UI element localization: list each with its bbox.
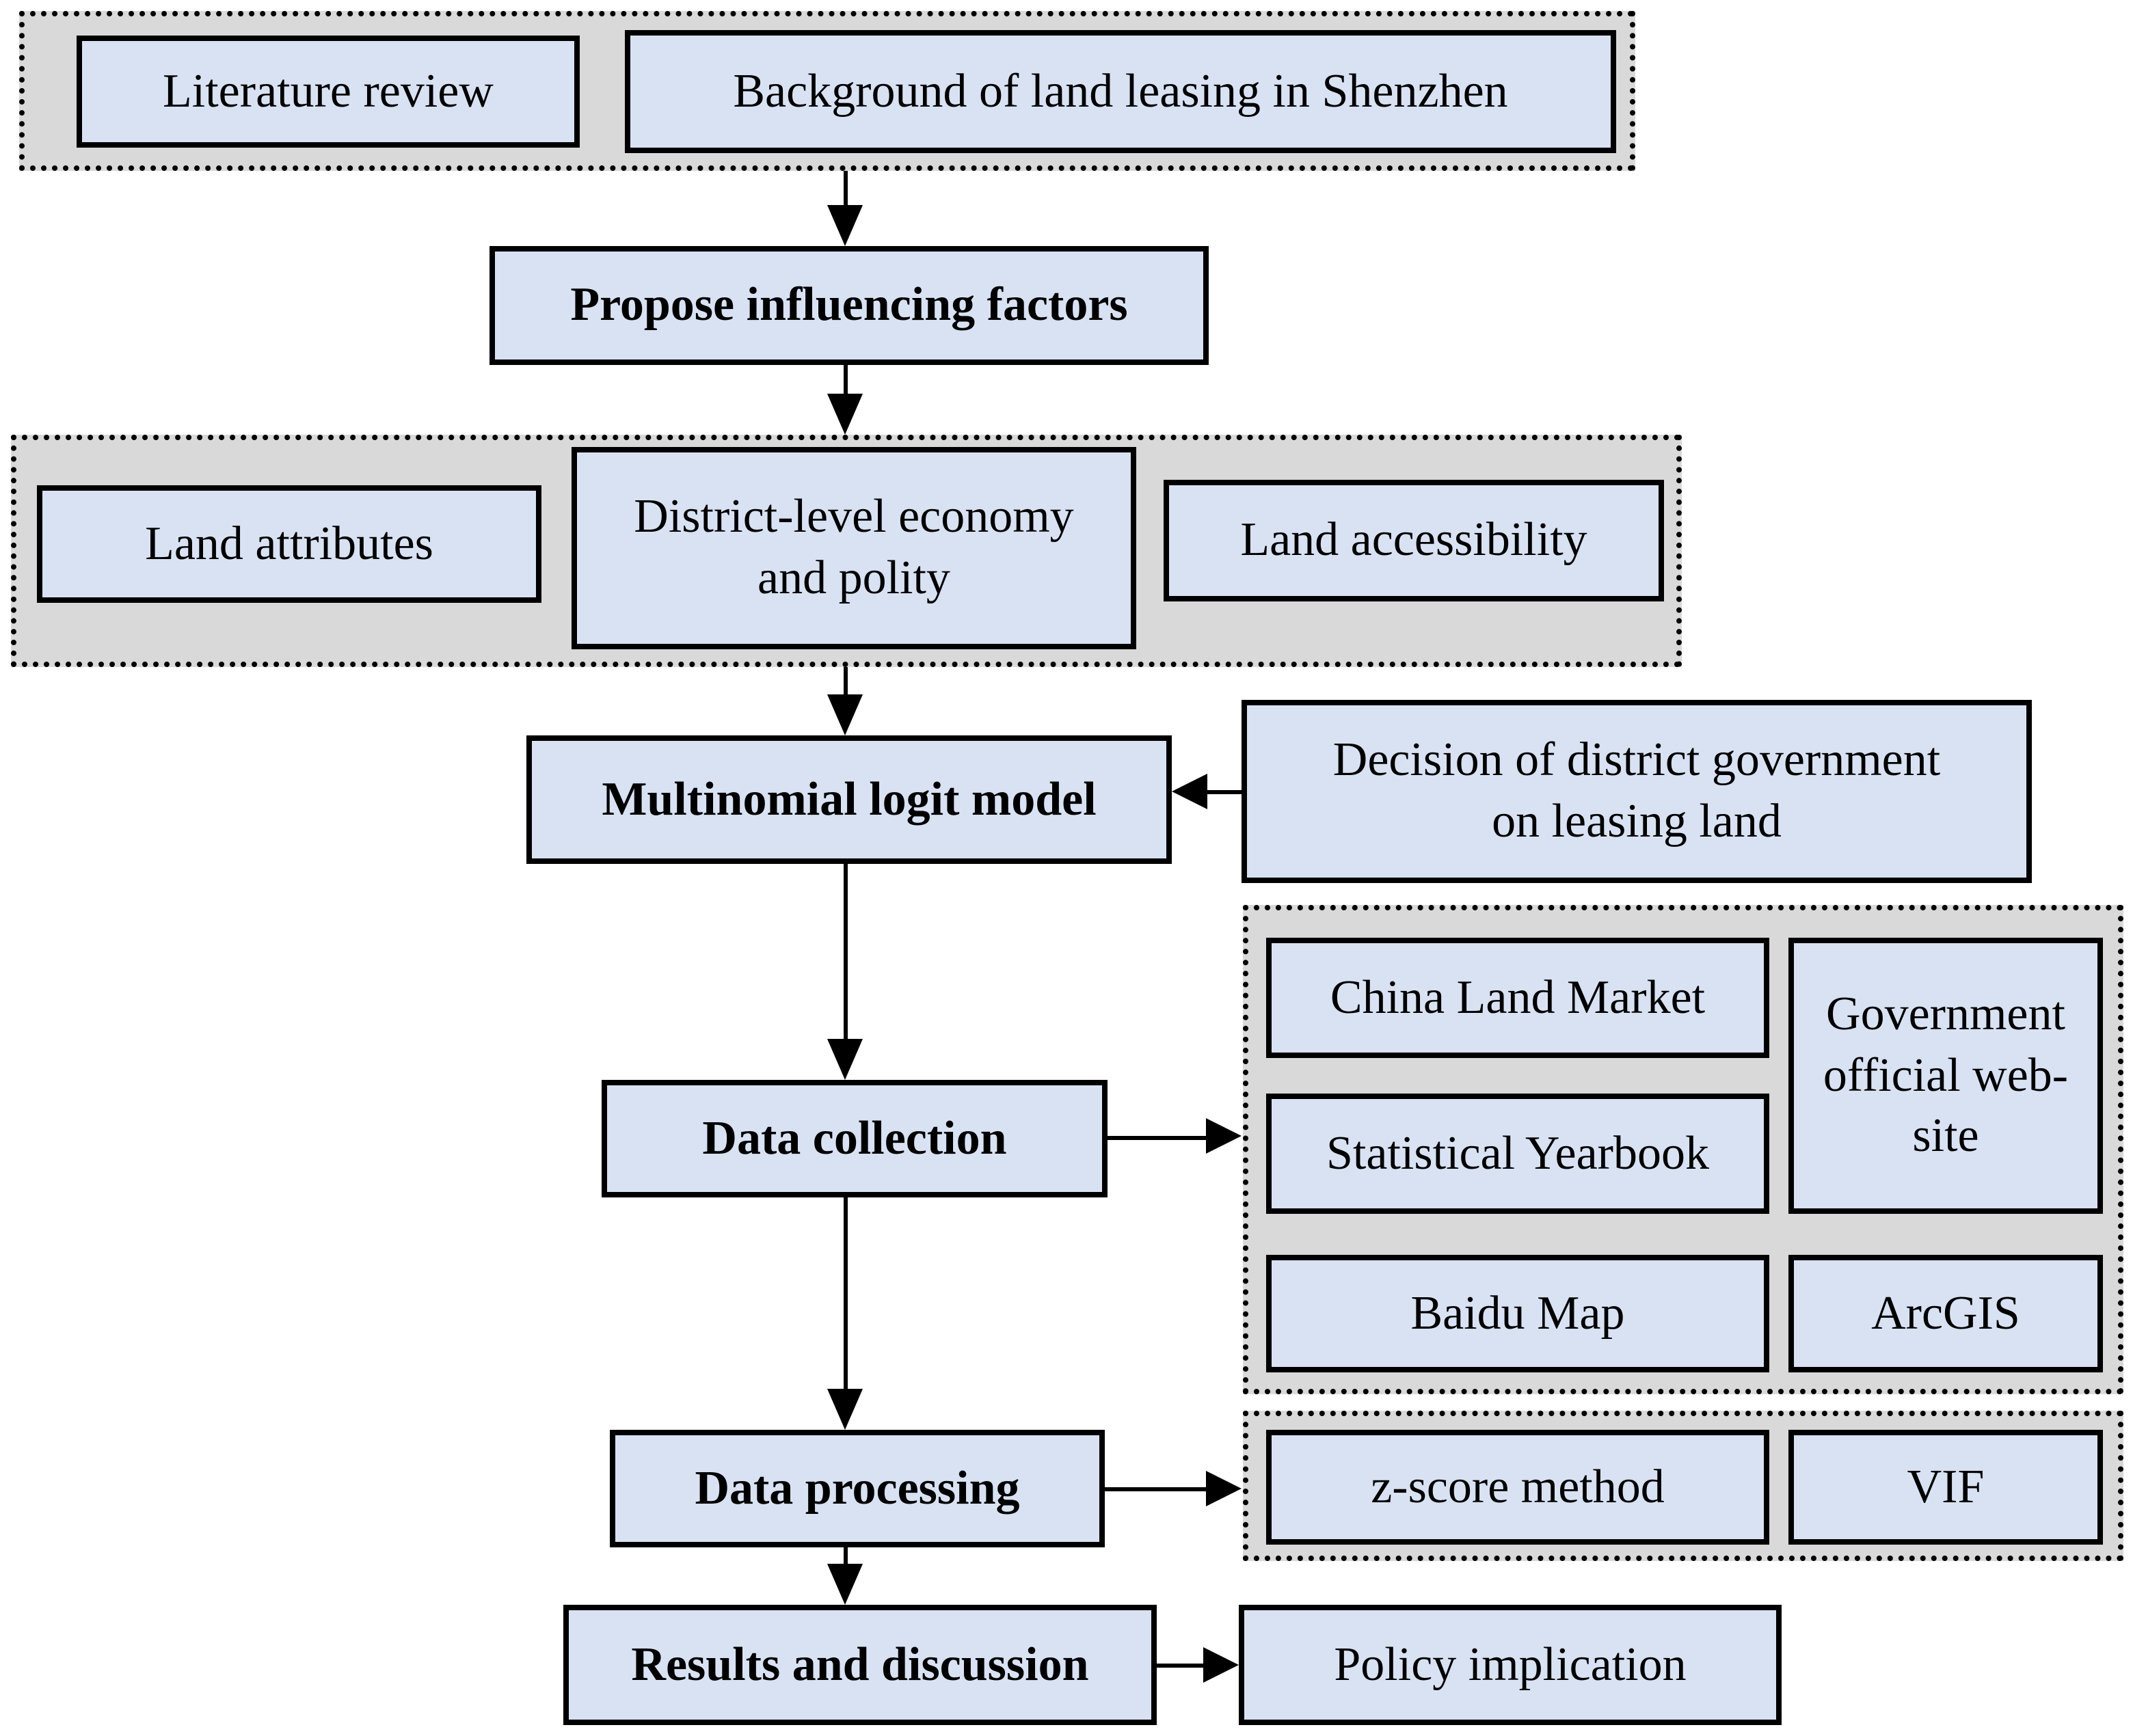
node-propose-influencing-factors: Propose influencing factors <box>489 246 1209 365</box>
node-data-processing: Data processing <box>610 1430 1105 1547</box>
node-decision-district-government: Decision of district government on leasi… <box>1242 700 2032 883</box>
arrow-group1-to-propose-line <box>844 171 848 205</box>
node-background-land-leasing: Background of land leasing in Shenzhen <box>625 30 1616 153</box>
node-vif: VIF <box>1788 1430 2103 1545</box>
node-results-discussion: Results and discussion <box>563 1605 1157 1725</box>
node-china-land-market: China Land Market <box>1266 938 1769 1058</box>
arrow-processing-to-methods-head <box>1206 1471 1242 1506</box>
arrow-collection-to-sources-head <box>1206 1118 1242 1154</box>
arrow-factors-to-model-line <box>844 667 848 694</box>
arrow-collection-to-sources-line <box>1108 1136 1206 1140</box>
arrow-processing-to-results-head <box>827 1564 863 1605</box>
node-policy-implication: Policy implication <box>1239 1605 1782 1725</box>
arrow-group1-to-propose-head <box>827 205 863 246</box>
node-zscore-method: z-score method <box>1266 1430 1769 1545</box>
arrow-model-to-collection-line <box>844 864 848 1039</box>
node-literature-review: Literature review <box>77 36 580 148</box>
node-land-accessibility: Land accessibility <box>1164 480 1664 601</box>
arrow-results-to-policy-line <box>1157 1664 1203 1668</box>
arrow-processing-to-methods-line <box>1105 1487 1206 1491</box>
arrow-processing-to-results-line <box>844 1547 848 1564</box>
arrow-factors-to-model-head <box>827 694 863 735</box>
node-land-attributes: Land attributes <box>37 485 541 603</box>
node-data-collection: Data collection <box>602 1080 1108 1197</box>
node-government-official-website: Government official web- site <box>1788 938 2103 1214</box>
node-multinomial-logit-model: Multinomial logit model <box>526 735 1172 864</box>
arrow-propose-to-factors-line <box>844 365 848 394</box>
node-district-economy-polity: District-level economy and polity <box>572 447 1136 649</box>
node-statistical-yearbook: Statistical Yearbook <box>1266 1094 1769 1214</box>
node-arcgis: ArcGIS <box>1788 1255 2103 1372</box>
arrow-results-to-policy-head <box>1203 1647 1239 1683</box>
arrow-collection-to-processing-head <box>827 1389 863 1430</box>
arrow-decision-to-model-head <box>1172 774 1207 809</box>
arrow-model-to-collection-head <box>827 1039 863 1080</box>
arrow-collection-to-processing-line <box>844 1197 848 1389</box>
arrow-propose-to-factors-head <box>827 394 863 435</box>
arrow-decision-to-model-line <box>1207 790 1243 794</box>
node-baidu-map: Baidu Map <box>1266 1255 1769 1372</box>
